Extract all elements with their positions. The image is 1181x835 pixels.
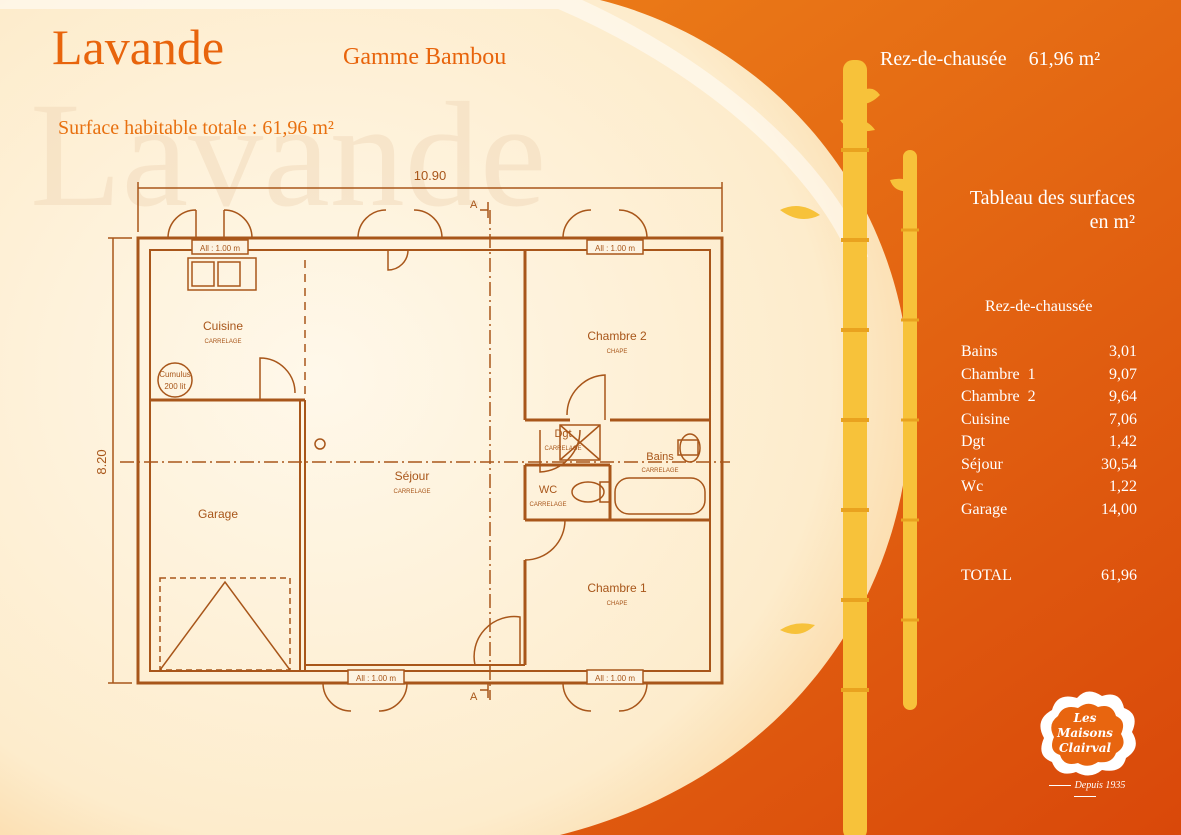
room-area: 7,06 (1109, 410, 1137, 428)
room-area: 1,22 (1109, 478, 1137, 495)
table-row: Cuisine 7,06 (961, 411, 1137, 434)
room-garage: Garage (198, 507, 238, 521)
floor-cuisine: CARRELAGE (204, 339, 241, 345)
svg-text:Clairval: Clairval (1059, 741, 1112, 755)
level-value: 61,96 m² (1028, 48, 1101, 70)
table-row: Bains 3,01 (961, 343, 1137, 366)
table-row: Chambre 2 9,64 (961, 388, 1137, 411)
room-chambre1: Chambre 1 (587, 581, 647, 595)
surfaces-title-line2: en m² (1089, 211, 1135, 233)
room-chambre2: Chambre 2 (587, 329, 647, 343)
floor-chambre1: CHAPE (607, 601, 628, 607)
room-wc: WC (539, 484, 557, 496)
room-area: 14,00 (1101, 500, 1137, 518)
level-label: Rez-de-chausée (880, 48, 1007, 70)
room-name: Dgt (961, 433, 985, 450)
clairval-logo: Les Maisons Clairval (1040, 691, 1136, 776)
level-area: Rez-de-chausée 61,96 m² (880, 48, 1100, 71)
table-row: Séjour 30,54 (961, 456, 1137, 479)
total-value: 61,96 (1101, 567, 1137, 584)
room-area: 3,01 (1109, 343, 1137, 360)
room-name: Chambre 2 (961, 388, 1036, 405)
surfaces-subtitle: Rez-de-chaussée (985, 298, 1093, 315)
svg-text:Maisons: Maisons (1056, 726, 1113, 740)
total-row: TOTAL 61,96 (961, 567, 1137, 585)
allege-label: All : 1.00 m (595, 244, 635, 253)
width-dimension: 10.90 (414, 168, 447, 183)
table-row: Dgt 1,42 (961, 433, 1137, 456)
total-surface: Surface habitable totale : 61,96 m² (58, 117, 334, 139)
floor-chambre2: CHAPE (607, 349, 628, 355)
room-name: Wc (961, 478, 984, 495)
room-area: 1,42 (1109, 433, 1137, 450)
watermark-text: Lavande (30, 72, 546, 238)
room-name: Séjour (961, 455, 1003, 473)
bamboo-decoration (780, 60, 919, 835)
page-title: Lavande (52, 19, 225, 75)
svg-text:Les: Les (1073, 711, 1097, 725)
table-row: Garage 14,00 (961, 501, 1137, 524)
room-area: 9,07 (1109, 365, 1137, 383)
floor-sejour: CARRELAGE (393, 489, 430, 495)
room-bains: Bains (646, 451, 674, 463)
surfaces-title-line1: Tableau des surfaces (969, 187, 1135, 209)
surfaces-table: Bains 3,01 Chambre 1 9,07 Chambre 2 9,64 Cu… (961, 343, 1137, 523)
floor-bains: CARRELAGE (641, 468, 678, 474)
room-cuisine: Cuisine (203, 319, 243, 333)
room-name: Cuisine (961, 410, 1010, 428)
range-name: Gamme Bambou (343, 44, 507, 70)
floor-dgt: CARRELAGE (544, 446, 581, 452)
table-row: Wc 1,22 (961, 478, 1137, 501)
surfaces-table-title: Tableau des surfaces en m² (970, 186, 1135, 234)
room-sejour: Séjour (395, 469, 430, 483)
cumulus-label: Cumulus (159, 370, 191, 379)
section-mark-bottom: A (470, 691, 478, 703)
height-dimension: 8.20 (94, 449, 109, 474)
allege-label: All : 1.00 m (356, 674, 396, 683)
total-label: TOTAL (961, 567, 1012, 584)
room-dgt: Dgt (554, 428, 571, 440)
logo-tagline: Depuis 1935 (1030, 780, 1140, 802)
room-area: 30,54 (1101, 455, 1137, 473)
room-name: Chambre 1 (961, 365, 1036, 383)
room-name: Bains (961, 343, 998, 360)
cumulus-capacity: 200 lit (164, 382, 186, 391)
section-mark-top: A (470, 199, 478, 211)
room-name: Garage (961, 500, 1008, 518)
floor-wc: CARRELAGE (529, 502, 566, 508)
room-area: 9,64 (1109, 388, 1137, 405)
table-row: Chambre 1 9,07 (961, 366, 1137, 389)
floor-plan: 10.90 8.20 A A All : 1.00 m All : 1.00 m… (94, 168, 730, 712)
allege-label: All : 1.00 m (200, 244, 240, 253)
allege-label: All : 1.00 m (595, 674, 635, 683)
